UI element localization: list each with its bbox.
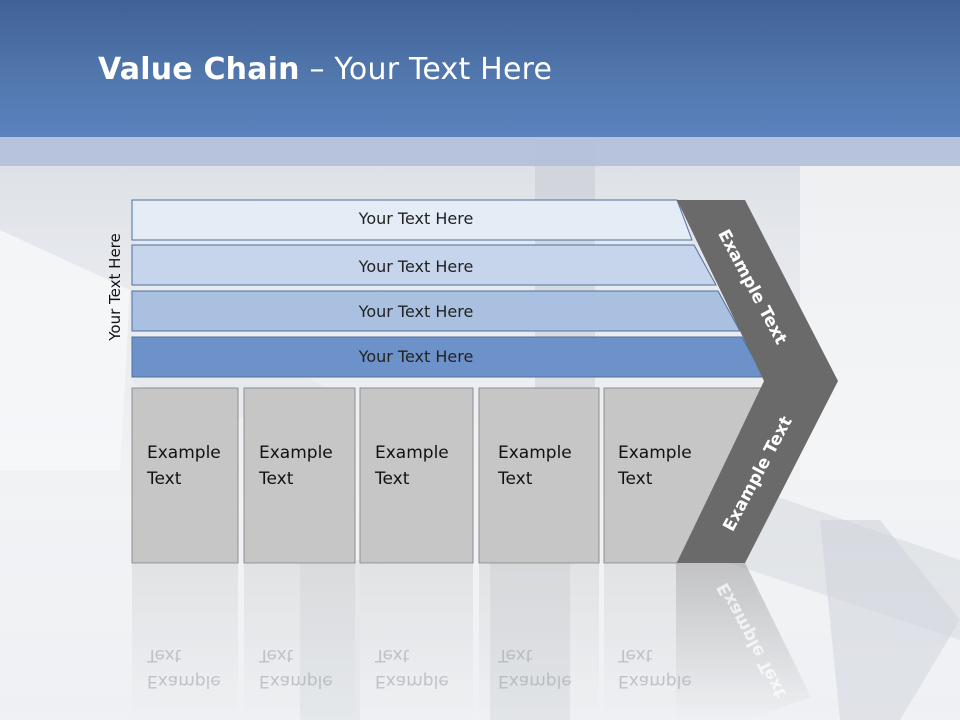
column-2-line1: Example xyxy=(259,443,333,463)
column-1-refl-line1: Example xyxy=(147,671,221,691)
column-reflection xyxy=(244,564,355,720)
column-5[interactable]: Example Text xyxy=(603,387,763,564)
column-5-line2: Text xyxy=(617,469,653,489)
diagram-reflection xyxy=(132,563,811,720)
column-3-line1: Example xyxy=(375,443,449,463)
chevron-reflection xyxy=(676,563,811,720)
column-5-refl-line2: Text xyxy=(617,645,653,665)
column-1-refl-line2: Text xyxy=(146,645,182,665)
column-4-line1: Example xyxy=(498,443,572,463)
bar-4-label: Your Text Here xyxy=(358,347,474,366)
bar-1[interactable]: Your Text Here xyxy=(131,199,693,241)
column-reflection xyxy=(479,564,599,720)
title-rest: – Your Text Here xyxy=(299,52,553,87)
column-1[interactable]: Example Text xyxy=(131,387,239,564)
column-reflection xyxy=(360,564,473,720)
column-1-line2: Text xyxy=(146,469,182,489)
column-2-refl-line1: Example xyxy=(259,671,333,691)
bar-4[interactable]: Your Text Here xyxy=(131,336,765,378)
columns-reflection-text: Text Example Text Example Text Example T… xyxy=(146,645,692,691)
column-4-refl-line2: Text xyxy=(497,645,533,665)
column-4-line2: Text xyxy=(497,469,533,489)
column-reflection xyxy=(604,564,676,720)
column-1-line1: Example xyxy=(147,443,221,463)
column-4-refl-line1: Example xyxy=(498,671,572,691)
column-3-line2: Text xyxy=(374,469,410,489)
column-3-refl-line2: Text xyxy=(374,645,410,665)
column-reflection xyxy=(132,564,238,720)
columns-group: Example Text Example Text Example Text E… xyxy=(131,387,763,564)
column-3[interactable]: Example Text xyxy=(359,387,474,564)
bars-group: Your Text Here Your Text Here Your Text … xyxy=(131,199,765,378)
column-2-refl-line2: Text xyxy=(258,645,294,665)
column-2[interactable]: Example Text xyxy=(243,387,356,564)
slide-title: Value Chain – Your Text Here xyxy=(98,52,552,87)
column-5-refl-line1: Example xyxy=(618,671,692,691)
bar-2-label: Your Text Here xyxy=(358,257,474,276)
bar-1-label: Your Text Here xyxy=(358,209,474,228)
header-bar xyxy=(0,0,960,137)
column-2-line2: Text xyxy=(258,469,294,489)
column-3-refl-line1: Example xyxy=(375,671,449,691)
bar-3-label: Your Text Here xyxy=(358,302,474,321)
bar-3[interactable]: Your Text Here xyxy=(131,290,741,332)
title-bold: Value Chain xyxy=(98,52,300,87)
header-band xyxy=(0,137,960,166)
bar-2[interactable]: Your Text Here xyxy=(131,244,717,286)
column-4[interactable]: Example Text xyxy=(478,387,600,564)
column-5-line1: Example xyxy=(618,443,692,463)
